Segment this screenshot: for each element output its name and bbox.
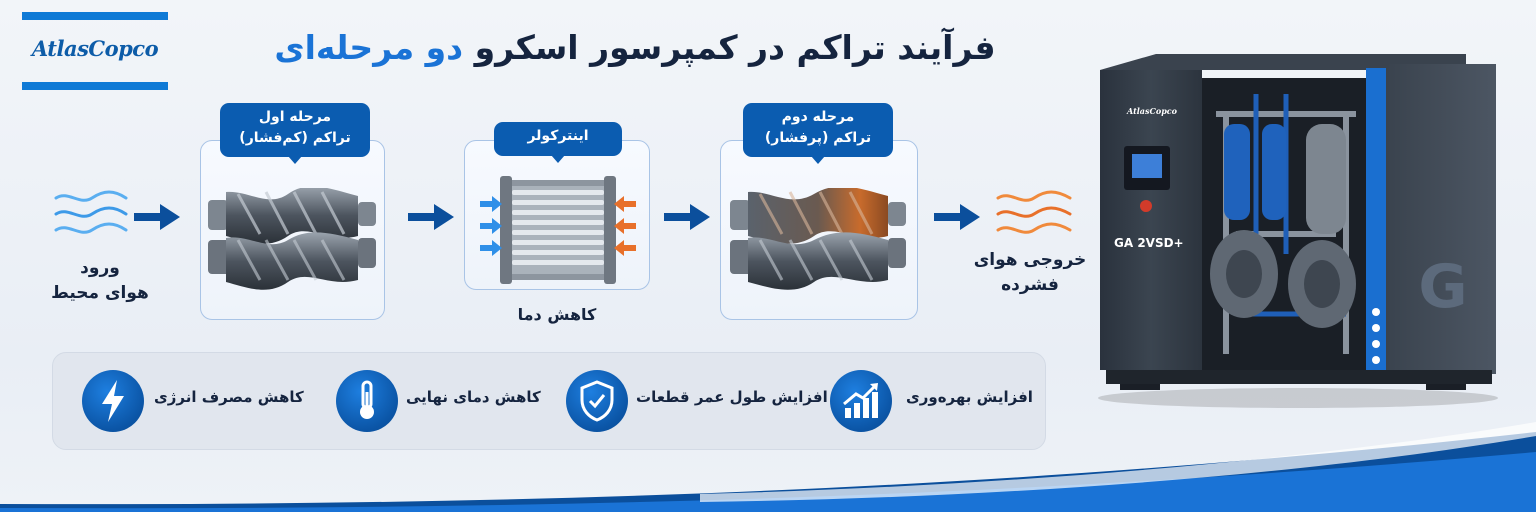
logo-bar-top: [22, 12, 168, 20]
benefit-productivity: افزایش بهره‌وری: [830, 370, 1033, 432]
benefit-energy-label: کاهش مصرف انرژی: [154, 388, 304, 406]
machine-model-label: GA 2VSD+: [1114, 236, 1184, 250]
air-outlet-icon: [996, 190, 1072, 234]
shield-icon: [566, 370, 628, 432]
benefit-energy: کاهش مصرف انرژی: [82, 370, 312, 432]
logo-bar-bottom: [22, 82, 168, 90]
screw-rotor-hot-icon: [730, 188, 906, 290]
stage2-title: مرحله دوم: [781, 109, 855, 125]
atlas-copco-logo: AtlasCopco: [22, 12, 168, 90]
benefit-final-temp: کاهش دمای نهایی: [336, 370, 546, 432]
flow-arrow-1: [134, 204, 180, 230]
benefit-parts-life: افزایش طول عمر قطعات: [566, 370, 828, 432]
page-title: فرآیند تراکم در کمپرسور اسکرو دو مرحله‌ا…: [250, 28, 1020, 67]
lightning-icon: [82, 370, 144, 432]
thermometer-icon: [336, 370, 398, 432]
bottom-wave: [0, 422, 1536, 512]
machine-side-letter: G: [1418, 252, 1468, 322]
compressor-machine-image: [1098, 54, 1498, 408]
outlet-label: خروجی هوای فشرده: [960, 248, 1100, 298]
chart-up-icon: [830, 370, 892, 432]
intercooler-icon: [480, 176, 636, 284]
intercooler-tag: اینترکولر: [494, 122, 622, 163]
flow-arrow-4: [934, 204, 980, 230]
title-main: فرآیند تراکم در کمپرسور اسکرو: [474, 28, 996, 67]
stage2-tag-pointer: [811, 156, 825, 164]
stage2-tag: مرحله دوم تراکم (پرفشار): [743, 103, 893, 164]
benefit-productivity-label: افزایش بهره‌وری: [906, 388, 1033, 406]
stage1-subtitle: تراکم (کم‌فشار): [239, 130, 351, 146]
flow-arrow-3: [664, 204, 710, 230]
screw-rotor-icon: [208, 188, 376, 290]
intercooler-tag-pointer: [551, 155, 565, 163]
outlet-label-line1: خروجی هوای: [973, 250, 1087, 270]
flow-arrow-2: [408, 204, 454, 230]
logo-text: AtlasCopco: [31, 36, 159, 61]
inlet-label-line2: هوای محیط: [51, 283, 149, 303]
inlet-label: ورود هوای محیط: [20, 256, 180, 306]
stage1-tag-pointer: [288, 156, 302, 164]
cooling-caption: کاهش دما: [517, 305, 597, 324]
stage2-subtitle: تراکم (پرفشار): [764, 130, 872, 146]
benefit-parts-life-label: افزایش طول عمر قطعات: [636, 388, 828, 406]
title-highlight: دو مرحله‌ای: [274, 28, 464, 67]
air-inlet-icon: [54, 190, 128, 234]
intercooler-title: اینترکولر: [527, 128, 589, 144]
benefit-final-temp-label: کاهش دمای نهایی: [406, 388, 541, 406]
inlet-label-line1: ورود: [80, 258, 120, 278]
stage1-tag: مرحله اول تراکم (کم‌فشار): [220, 103, 370, 164]
machine-brand-label: AtlasCopco: [1127, 106, 1177, 116]
outlet-label-line2: فشرده: [1001, 275, 1059, 295]
stage1-title: مرحله اول: [258, 109, 332, 125]
